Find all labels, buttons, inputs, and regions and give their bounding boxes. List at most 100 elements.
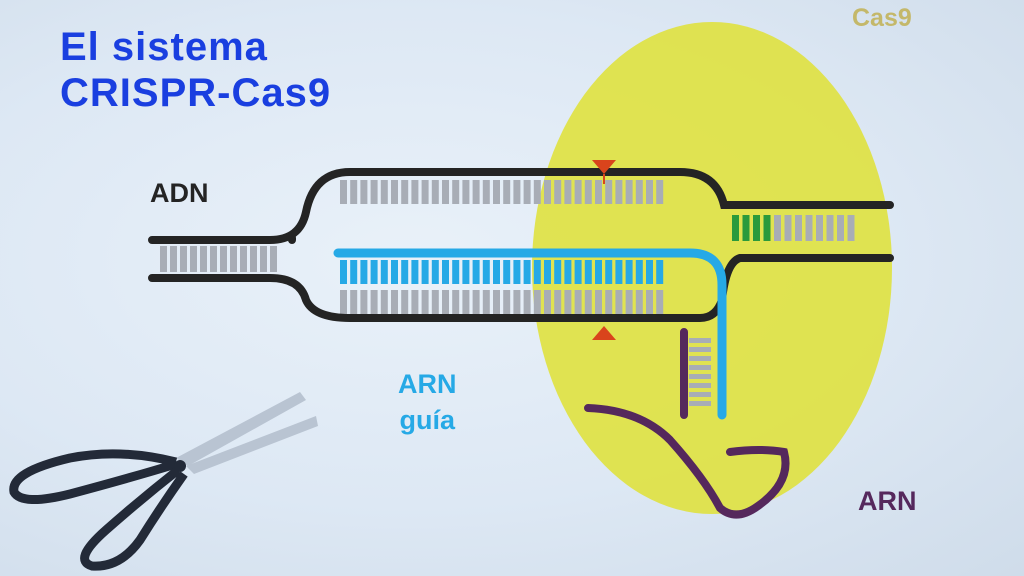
rna-base: [391, 260, 398, 284]
rna-base: [625, 260, 633, 284]
dna-base: [513, 180, 521, 204]
dna-bottom-strand-bases: [340, 290, 664, 314]
rna-base: [503, 260, 511, 284]
dna-base: [370, 180, 378, 204]
dna-base: [472, 180, 480, 204]
dna-base: [340, 290, 347, 314]
cut-site-marker-icon: [592, 160, 616, 174]
dna-base: [656, 290, 664, 314]
dna-base: [564, 180, 572, 204]
dna-base: [401, 290, 409, 314]
rna-base: [646, 260, 653, 284]
label-guide-rna: ARN guía: [398, 366, 457, 438]
rna-base: [421, 260, 429, 284]
rna-base: [635, 260, 643, 284]
dna-base: [230, 246, 237, 272]
dna-base: [635, 180, 643, 204]
dna-base: [503, 180, 511, 204]
rna-base: [533, 260, 541, 284]
dna-base: [805, 215, 813, 241]
dna-strands: [148, 168, 894, 322]
dna-base: [170, 246, 177, 272]
rna-base: [442, 260, 449, 284]
dna-base: [401, 180, 409, 204]
rna-base: [411, 260, 419, 284]
rna-base: [544, 260, 551, 284]
rna-base: [689, 392, 711, 397]
dna-base: [816, 215, 823, 241]
rna-base: [574, 260, 582, 284]
dna-base: [554, 180, 562, 204]
dna-base: [180, 246, 187, 272]
dna-base: [503, 290, 511, 314]
label-guide-rna-line-2: guía: [399, 405, 455, 435]
dna-base: [190, 246, 197, 272]
rna-base: [689, 347, 711, 352]
dna-base: [847, 215, 855, 241]
dna-base: [646, 180, 653, 204]
rna-base: [370, 260, 378, 284]
guide-rna-bases: [340, 260, 664, 284]
dna-base: [431, 290, 439, 314]
rna-base: [340, 260, 347, 284]
dna-base: [482, 180, 490, 204]
dna-left-duplex-bases: [160, 246, 277, 272]
dna-base: [452, 180, 460, 204]
dna-base: [482, 290, 490, 314]
label-dna: ADN: [150, 178, 209, 208]
dna-base: [625, 290, 633, 314]
dna-base: [595, 180, 602, 204]
dna-base: [421, 180, 429, 204]
tracr-rna-strand: [584, 328, 790, 519]
dna-base: [210, 246, 217, 272]
rna-base: [656, 260, 664, 284]
dna-base: [574, 290, 582, 314]
dna-base: [431, 180, 439, 204]
guide-rna-strand: [333, 248, 727, 420]
dna-base: [763, 215, 771, 241]
rna-base: [595, 260, 602, 284]
dna-base: [795, 215, 802, 241]
dna-base: [160, 246, 167, 272]
title-line-2: CRISPR-Cas9: [60, 71, 332, 115]
rna-base: [462, 260, 470, 284]
rna-base: [360, 260, 368, 284]
dna-base: [452, 290, 460, 314]
dna-base: [442, 290, 449, 314]
dna-base: [533, 290, 541, 314]
rna-base: [523, 260, 531, 284]
dna-base: [411, 180, 419, 204]
dna-base: [442, 180, 449, 204]
scissors-handle-upper: [9, 449, 178, 504]
rna-base: [689, 383, 711, 388]
rna-base: [584, 260, 592, 284]
rna-base: [452, 260, 460, 284]
dna-base: [635, 290, 643, 314]
cut-site-markers: [592, 160, 616, 340]
label-cas9: Cas9: [852, 4, 912, 32]
dna-base: [544, 290, 551, 314]
rna-base: [380, 260, 388, 284]
dna-base: [220, 246, 227, 272]
dna-base: [574, 180, 582, 204]
rna-base: [493, 260, 500, 284]
dna-base: [240, 246, 247, 272]
rna-base: [605, 260, 613, 284]
dna-base: [370, 290, 378, 314]
dna-base: [411, 290, 419, 314]
dna-base: [753, 215, 760, 241]
dna-base: [513, 290, 521, 314]
dna-top-strand: [148, 168, 894, 244]
cas9-protein: [532, 22, 892, 514]
diagram-title: El sistema CRISPR-Cas9: [60, 24, 331, 116]
scissors-blade-lower: [186, 416, 318, 474]
dna-base: [584, 290, 592, 314]
dna-base: [742, 215, 750, 241]
dna-bottom-strand: [148, 254, 894, 322]
dna-base: [523, 290, 531, 314]
dna-base: [584, 180, 592, 204]
dna-base: [391, 290, 398, 314]
title-line-1: El sistema: [60, 25, 268, 69]
dna-base: [380, 180, 388, 204]
